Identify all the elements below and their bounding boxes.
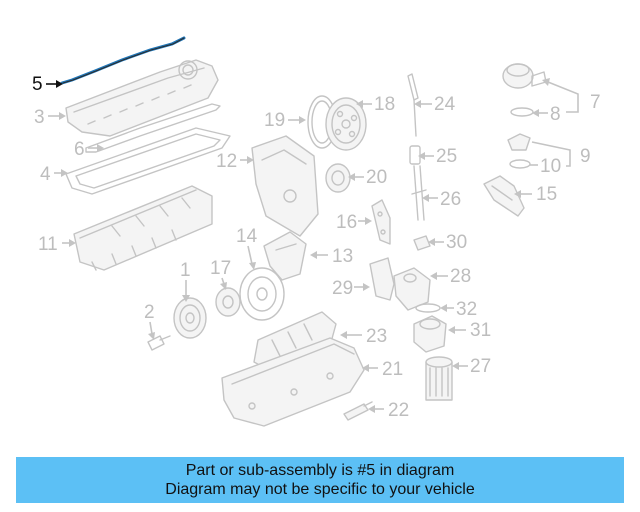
callout-10: 10 (530, 156, 561, 177)
part-22-sealant[interactable] (343, 401, 373, 421)
part-10-seal[interactable] (509, 159, 531, 169)
callout-4: 4 (40, 164, 68, 185)
callout-6: 6 (74, 139, 104, 160)
part-20-pulley[interactable] (325, 163, 351, 193)
svg-text:13: 13 (332, 246, 353, 267)
part-4-gasket[interactable] (65, 127, 231, 195)
part-18-sprocket[interactable] (325, 97, 367, 151)
callout-14: 14 (236, 226, 258, 270)
part-26-dipstick-tube[interactable] (411, 165, 427, 221)
svg-text:2: 2 (144, 302, 155, 323)
callout-27: 27 (452, 356, 491, 377)
callout-11: 11 (38, 234, 76, 255)
part-28-filter-housing[interactable] (393, 267, 431, 311)
callout-25: 25 (418, 146, 457, 167)
callout-8: 8 (532, 104, 561, 125)
callout-21: 21 (362, 359, 403, 380)
part-14-backing-plate[interactable] (239, 267, 285, 321)
callout-19: 19 (264, 110, 306, 131)
svg-text:19: 19 (264, 110, 285, 131)
part-5-gasket[interactable] (60, 36, 186, 85)
part-17-pulley[interactable] (215, 287, 241, 317)
callout-13: 13 (310, 246, 353, 267)
part-2-bolt[interactable] (147, 335, 171, 351)
svg-text:29: 29 (332, 278, 353, 299)
callout-30: 30 (428, 232, 467, 253)
svg-text:5: 5 (32, 74, 43, 95)
svg-text:17: 17 (210, 258, 231, 279)
banner-line-disclaimer: Diagram may not be specific to your vehi… (165, 481, 475, 498)
svg-text:31: 31 (470, 320, 491, 341)
part-8-seal[interactable] (510, 107, 534, 117)
part-31-adapter[interactable] (413, 315, 447, 353)
svg-text:3: 3 (34, 107, 45, 128)
callout-26: 26 (422, 189, 461, 210)
svg-text:20: 20 (366, 167, 387, 188)
part-1-crank-pulley[interactable] (173, 297, 207, 339)
svg-text:11: 11 (38, 234, 58, 255)
svg-text:25: 25 (436, 146, 457, 167)
svg-text:22: 22 (388, 400, 409, 421)
part-27-oil-filter[interactable] (425, 356, 453, 401)
callout-7: 7 (542, 78, 601, 113)
callout-5: 5 (32, 74, 63, 95)
part-13-bracket[interactable] (263, 231, 307, 281)
callout-17: 17 (210, 258, 231, 290)
svg-text:32: 32 (456, 299, 477, 320)
svg-text:23: 23 (366, 326, 387, 347)
part-6-gasket[interactable] (85, 103, 221, 153)
part-15-bracket[interactable] (483, 175, 525, 217)
part-21-oil-pan[interactable] (221, 337, 365, 427)
svg-text:18: 18 (374, 94, 395, 115)
svg-text:4: 4 (40, 164, 51, 185)
part-29-bracket[interactable] (369, 257, 395, 301)
callout-2: 2 (144, 302, 155, 340)
banner-line-part-info: Part or sub-assembly is #5 in diagram (185, 462, 455, 479)
svg-text:7: 7 (590, 92, 601, 113)
callout-23: 23 (340, 326, 387, 347)
svg-text:9: 9 (580, 146, 591, 167)
part-7-filler-neck[interactable] (502, 63, 547, 89)
svg-text:24: 24 (434, 94, 456, 115)
callout-28: 28 (430, 266, 471, 287)
svg-text:1: 1 (180, 260, 191, 281)
callout-32: 32 (440, 299, 477, 320)
svg-text:15: 15 (536, 184, 557, 205)
callout-15: 15 (514, 184, 557, 205)
svg-text:12: 12 (216, 151, 237, 172)
svg-text:6: 6 (74, 139, 85, 160)
part-12-timing-cover[interactable] (251, 135, 319, 237)
part-25-seal[interactable] (409, 145, 421, 165)
svg-text:10: 10 (540, 156, 561, 177)
part-9-cap[interactable] (507, 133, 531, 151)
part-30-sensor[interactable] (413, 235, 431, 251)
callout-18: 18 (356, 94, 395, 115)
part-11-cylinder-head[interactable] (73, 185, 213, 271)
svg-text:28: 28 (450, 266, 471, 287)
svg-text:14: 14 (236, 226, 258, 247)
callout-31: 31 (448, 320, 491, 341)
callout-16: 16 (336, 212, 372, 233)
callout-1: 1 (180, 260, 191, 302)
part-24-dipstick[interactable] (407, 73, 419, 137)
callout-29: 29 (332, 278, 370, 299)
callout-9: 9 (531, 141, 591, 167)
callout-20: 20 (348, 167, 387, 188)
svg-text:26: 26 (440, 189, 461, 210)
callout-12: 12 (216, 151, 254, 172)
callout-22: 22 (368, 400, 409, 421)
part-32-seal[interactable] (415, 303, 441, 313)
svg-text:8: 8 (550, 104, 561, 125)
svg-text:30: 30 (446, 232, 467, 253)
svg-text:27: 27 (470, 356, 491, 377)
part-16-cover-plate[interactable] (371, 199, 391, 245)
part-3-valve-cover[interactable] (65, 59, 219, 137)
info-banner: Part or sub-assembly is #5 in diagram Di… (16, 457, 624, 503)
svg-text:21: 21 (382, 359, 403, 380)
svg-text:16: 16 (336, 212, 357, 233)
callout-3: 3 (34, 107, 66, 128)
callout-24: 24 (414, 94, 456, 115)
